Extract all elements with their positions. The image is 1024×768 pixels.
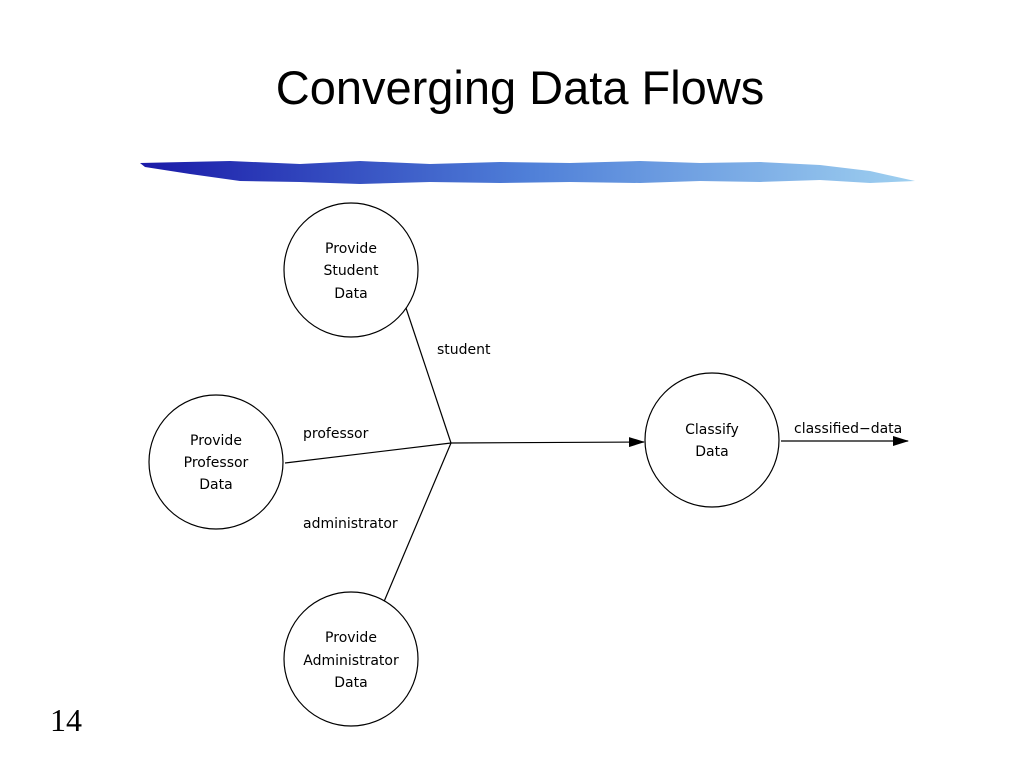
flow-label-classified-data: classified−data [794,421,902,437]
process-classify-data: Classify Data [644,372,780,508]
student-flow-line [405,307,452,444]
professor-flow-line [284,442,452,464]
process-circle [283,591,419,727]
title-underline-brush [140,161,915,184]
process-circle [148,394,284,530]
brush-stroke [140,161,915,184]
merged-flow-arrow [450,437,645,448]
process-label-line: Data [199,477,232,493]
process-label-line: Professor [184,455,249,471]
process-label-line: Student [323,263,379,279]
process-provide-administrator-data: Provide Administrator Data [283,591,419,727]
flow-label-professor: professor [303,426,369,442]
flow-lines [284,307,909,605]
slide-number: 14 [50,702,82,738]
flow-label-student: student [437,342,491,358]
process-label-line: Data [334,675,367,691]
slide-title: Converging Data Flows [275,61,765,114]
process-provide-student-data: Provide Student Data [283,202,419,338]
process-circle [283,202,419,338]
process-label-line: Data [695,444,728,460]
process-provide-professor-data: Provide Professor Data [148,394,284,530]
process-label-line: Data [334,286,367,302]
process-label-line: Provide [325,241,377,257]
process-circle [644,372,780,508]
process-label-line: Administrator [303,653,399,669]
process-label-line: Provide [325,630,377,646]
flow-label-administrator: administrator [303,516,398,532]
administrator-flow-line [382,442,452,605]
process-label-line: Provide [190,433,242,449]
process-label-line: Classify [685,422,739,438]
